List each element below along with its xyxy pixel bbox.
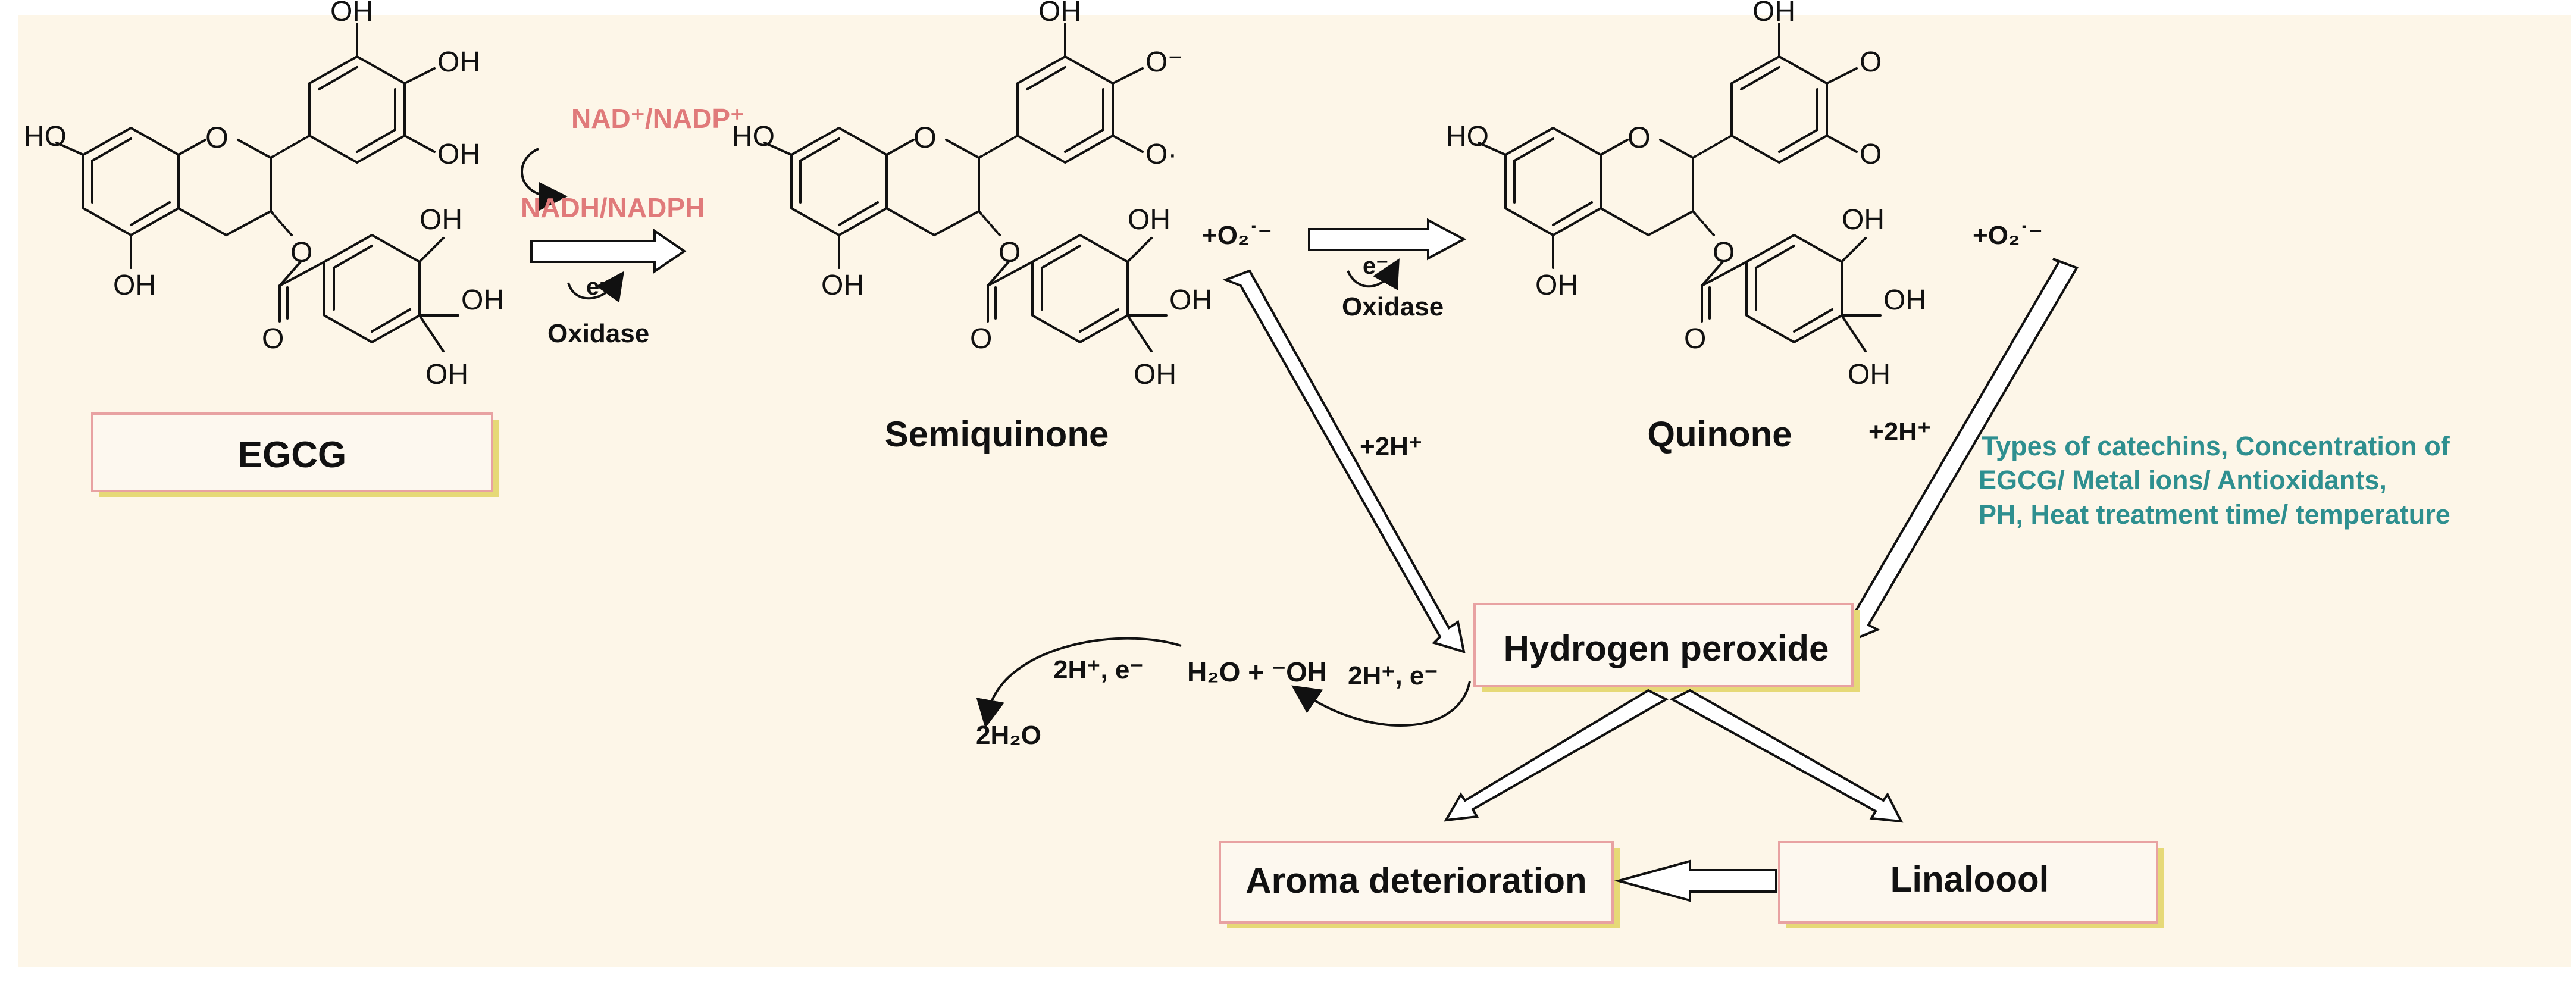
cofactor-bottom: NADH/NADPH bbox=[521, 192, 705, 223]
peroxide-to-water-curve-icon bbox=[1291, 681, 1471, 727]
egcg-oh-2: OH bbox=[437, 46, 480, 78]
aroma-label: Aroma deterioration bbox=[1245, 861, 1586, 900]
quinone-oh-5: OH bbox=[1535, 270, 1578, 301]
side-cond-1: 2H⁺, e⁻ bbox=[1053, 655, 1144, 684]
egcg-carbonyl-oxygen: O bbox=[262, 323, 284, 355]
quinone-oh-1: OH bbox=[1752, 0, 1795, 27]
semiquinone-to-peroxide-arrow bbox=[1222, 269, 1466, 653]
hydrogen-peroxide-box: Hydrogen peroxide bbox=[1473, 603, 1860, 692]
semiquinone-carbonyl-oxygen: O bbox=[970, 323, 992, 355]
step2-electron-curve-icon bbox=[1347, 258, 1400, 290]
hydrogen-peroxide-label: Hydrogen peroxide bbox=[1504, 628, 1829, 668]
factors-line2: EGCG/ Metal ions/ Antioxidants, bbox=[1979, 465, 2387, 495]
quinone-structure: O OH O O HO OH OH OH OH O O bbox=[1446, 0, 1926, 390]
factors-line3: PH, Heat treatment time/ temperature bbox=[1979, 499, 2450, 530]
quinone-oh-7: OH bbox=[1883, 284, 1926, 316]
semiquinone-o-minus: O⁻ bbox=[1145, 46, 1183, 78]
semiquinone-oh-1: OH bbox=[1038, 0, 1081, 27]
step1-enzyme: Oxidase bbox=[547, 319, 649, 348]
step2-electron: e⁻ bbox=[1363, 253, 1388, 279]
quinone-oh-8: OH bbox=[1848, 359, 1890, 390]
side-final: 2H₂O bbox=[976, 721, 1041, 750]
semiquinone-o-radical: O· bbox=[1145, 139, 1177, 170]
step2-proton: +2H⁺ bbox=[1360, 432, 1422, 461]
quinone-o-1: O bbox=[1860, 46, 1882, 78]
egcg-oh-3: OH bbox=[437, 139, 480, 170]
factors-line1: Types of catechins, Concentration of bbox=[1982, 431, 2450, 461]
semiquinone-structure: O OH O⁻ O· HO OH OH OH OH O O bbox=[732, 0, 1212, 390]
step2-arrow bbox=[1308, 218, 1467, 261]
semiquinone-oh-5: OH bbox=[821, 270, 864, 301]
semiquinone-label: Semiquinone bbox=[885, 414, 1109, 454]
semiquinone-ester-oxygen: O bbox=[999, 237, 1021, 268]
water-to-final-curve-icon bbox=[976, 637, 1182, 728]
egcg-oh-1: OH bbox=[330, 0, 373, 27]
egcg-oh-6: OH bbox=[420, 204, 462, 236]
side-reaction: 2H⁺, e⁻ H₂O + ⁻OH 2H⁺, e⁻ 2H₂O bbox=[976, 637, 1471, 750]
step3-proton: +2H⁺ bbox=[1868, 417, 1931, 446]
linalool-box: Linaloool bbox=[1778, 841, 2164, 928]
step1-electron-curve-icon bbox=[567, 271, 624, 303]
egcg-label: EGCG bbox=[238, 434, 347, 476]
cofactor-top: NAD⁺/NADP⁺ bbox=[571, 103, 744, 134]
step2-annotations: +O₂˙⁻ e⁻ Oxidase +2H⁺ bbox=[1202, 218, 1467, 653]
egcg-oh-4: HO bbox=[24, 121, 67, 152]
egcg-oh-5: OH bbox=[113, 270, 156, 301]
linalool-to-aroma-arrow bbox=[1614, 859, 1777, 902]
aroma-box: Aroma deterioration bbox=[1219, 841, 1620, 928]
semiquinone-oh-8: OH bbox=[1134, 359, 1176, 390]
quinone-ester-oxygen: O bbox=[1713, 237, 1735, 268]
factors-note: Types of catechins, Concentration of EGC… bbox=[1979, 431, 2450, 530]
semiquinone-oh-7: OH bbox=[1169, 284, 1212, 316]
quinone-label: Quinone bbox=[1647, 414, 1792, 454]
quinone-oh-4: HO bbox=[1446, 121, 1489, 152]
step1-arrow bbox=[530, 229, 687, 274]
egcg-ring-oxygen: O bbox=[205, 121, 229, 154]
semiquinone-ring-oxygen: O bbox=[913, 121, 937, 154]
peroxide-to-aroma-arrow bbox=[1444, 689, 1669, 822]
step3-superoxide: +O₂˙⁻ bbox=[1973, 221, 2042, 250]
step2-superoxide: +O₂˙⁻ bbox=[1202, 221, 1272, 250]
step2-enzyme: Oxidase bbox=[1342, 292, 1444, 321]
semiquinone-oh-4: HO bbox=[732, 121, 775, 152]
egcg-ester-oxygen: O bbox=[290, 237, 312, 268]
side-products: H₂O + ⁻OH bbox=[1187, 656, 1327, 687]
side-cond-2: 2H⁺, e⁻ bbox=[1348, 661, 1438, 690]
step1-annotations: NAD⁺/NADP⁺ NADH/NADPH e⁻ Oxidase bbox=[521, 103, 744, 348]
egcg-box: EGCG bbox=[91, 412, 499, 497]
quinone-ring-oxygen: O bbox=[1627, 121, 1651, 154]
cofactor-curve-icon bbox=[521, 148, 568, 211]
egcg-structure: O OH OH OH HO OH OH OH OH O O bbox=[24, 0, 504, 390]
quinone-o-2: O bbox=[1860, 139, 1882, 170]
linalool-label: Linaloool bbox=[1890, 859, 2049, 899]
quinone-carbonyl-oxygen: O bbox=[1684, 323, 1706, 355]
egcg-oh-8: OH bbox=[425, 359, 468, 390]
semiquinone-oh-6: OH bbox=[1128, 204, 1170, 236]
egcg-oh-7: OH bbox=[461, 284, 504, 316]
quinone-oh-6: OH bbox=[1842, 204, 1885, 236]
peroxide-to-linalool-arrow bbox=[1669, 689, 1904, 823]
